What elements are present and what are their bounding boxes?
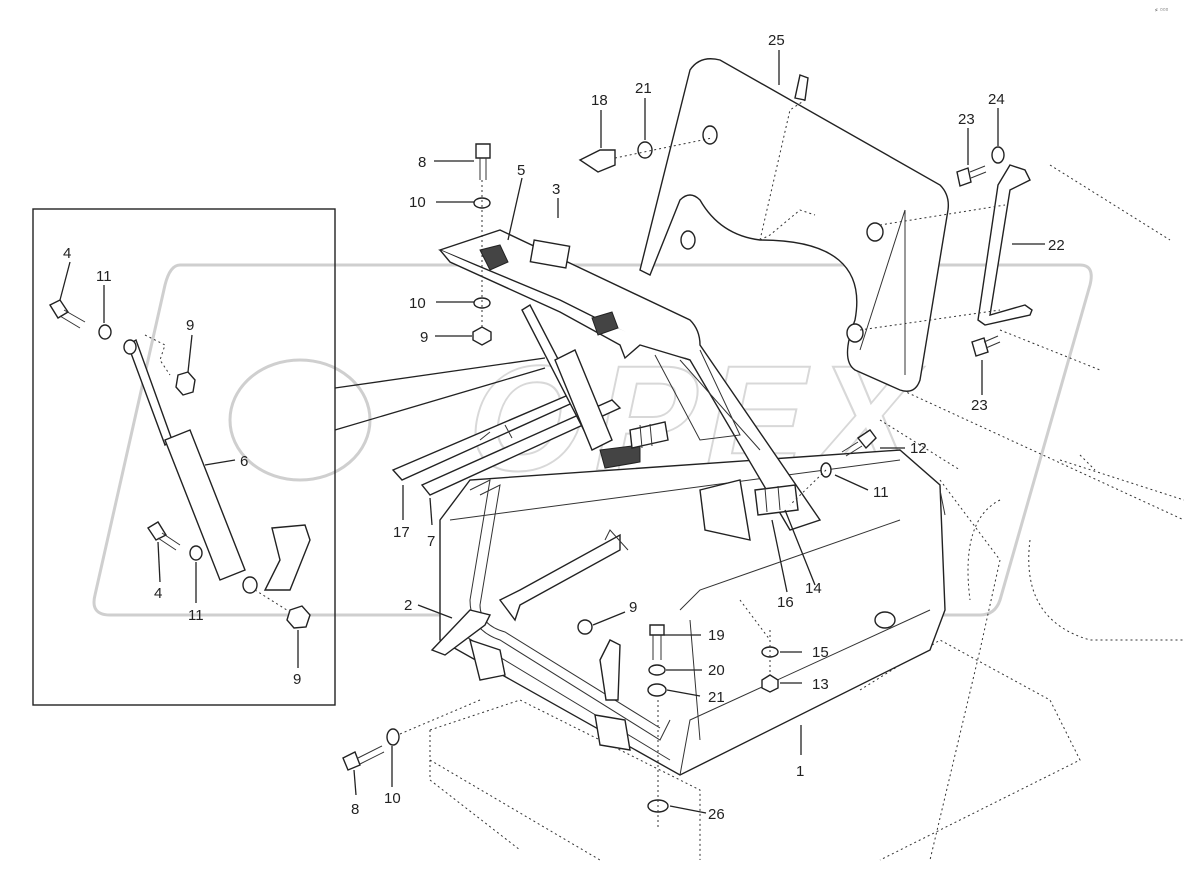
callout-8-bottom: 8 <box>351 801 359 818</box>
washer-24 <box>991 146 1005 164</box>
callout-10-bottom: 10 <box>384 790 401 807</box>
callout-13: 13 <box>812 676 829 693</box>
bolt-8-top <box>475 143 491 180</box>
inset-washer-11-bottom <box>189 545 203 561</box>
inset-gas-strut <box>123 334 311 594</box>
washer-10-mid <box>473 297 491 309</box>
latch-left <box>430 609 506 681</box>
washer-21 <box>647 683 667 697</box>
callout-1: 1 <box>796 763 804 780</box>
inset-pointer <box>334 357 546 389</box>
callout-20: 20 <box>708 662 725 679</box>
nut-9-mid <box>472 326 492 346</box>
inset-nut-9-bottom <box>286 605 311 629</box>
bolt-8-bottom <box>342 745 385 771</box>
callout-3: 3 <box>552 181 560 198</box>
callout-22: 22 <box>1048 237 1065 254</box>
callout-15: 15 <box>812 644 829 661</box>
callout-9-lid: 9 <box>420 329 428 346</box>
callout-9-inset-bottom: 9 <box>293 671 301 688</box>
inset-washer-11-top <box>98 324 112 340</box>
callout-19: 19 <box>708 627 725 644</box>
callout-23-bottom: 23 <box>971 397 988 414</box>
inset-bolt-4-top <box>49 299 86 329</box>
callout-23-top: 23 <box>958 111 975 128</box>
callout-7: 7 <box>427 533 435 550</box>
callouts: 1 2 3 4 4 5 6 7 8 8 9 9 9 9 10 10 10 11 … <box>63 32 1065 823</box>
bolt-23-bottom <box>971 335 1001 357</box>
latch-right <box>594 639 631 751</box>
callout-10-mid: 10 <box>409 295 426 312</box>
callout-16: 16 <box>777 594 794 611</box>
callout-8-top: 8 <box>418 154 426 171</box>
bolt-12 <box>841 429 877 457</box>
callout-2: 2 <box>404 597 412 614</box>
inset-nut-9-top <box>175 371 196 396</box>
callout-11-inset-top: 11 <box>96 268 112 285</box>
callout-11-right: 11 <box>873 484 889 501</box>
callout-4-bottom: 4 <box>154 585 162 602</box>
chassis-outline <box>429 164 1184 861</box>
callout-10-top: 10 <box>409 194 426 211</box>
inset-frame <box>32 208 336 706</box>
washer-20 <box>648 664 666 676</box>
callout-5: 5 <box>517 162 525 179</box>
battery-box <box>439 449 946 776</box>
callout-26: 26 <box>708 806 725 823</box>
callout-17: 17 <box>393 524 410 541</box>
washer-10-top <box>473 197 491 209</box>
bolt-18 <box>578 149 616 173</box>
callout-4-top: 4 <box>63 245 71 262</box>
callout-24: 24 <box>988 91 1005 108</box>
callout-21-box: 21 <box>708 689 725 706</box>
washer-21-top <box>637 141 653 159</box>
nut-13 <box>761 674 779 693</box>
back-panel <box>639 58 950 392</box>
corner-mark: ⸗ ▫▫▫ <box>1155 5 1169 14</box>
bolt-23-top <box>956 165 987 187</box>
callout-9-center: 9 <box>629 599 637 616</box>
callout-25: 25 <box>768 32 785 49</box>
callout-18: 18 <box>591 92 608 109</box>
callout-11-inset-bottom: 11 <box>188 607 204 624</box>
callout-12: 12 <box>910 440 927 457</box>
callout-9-inset-top: 9 <box>186 317 194 334</box>
callout-6: 6 <box>240 453 248 470</box>
inset-bolt-4-bottom <box>147 521 181 551</box>
callout-14: 14 <box>805 580 822 597</box>
callout-21-top: 21 <box>635 80 652 97</box>
washer-10-bottom <box>386 728 400 746</box>
hinge-assembly <box>629 421 799 516</box>
gas-strut-main <box>521 304 641 469</box>
rubber-strips <box>391 389 622 496</box>
bracket <box>977 164 1033 326</box>
washer-9-center <box>577 619 593 635</box>
leader-lines <box>59 50 1045 814</box>
